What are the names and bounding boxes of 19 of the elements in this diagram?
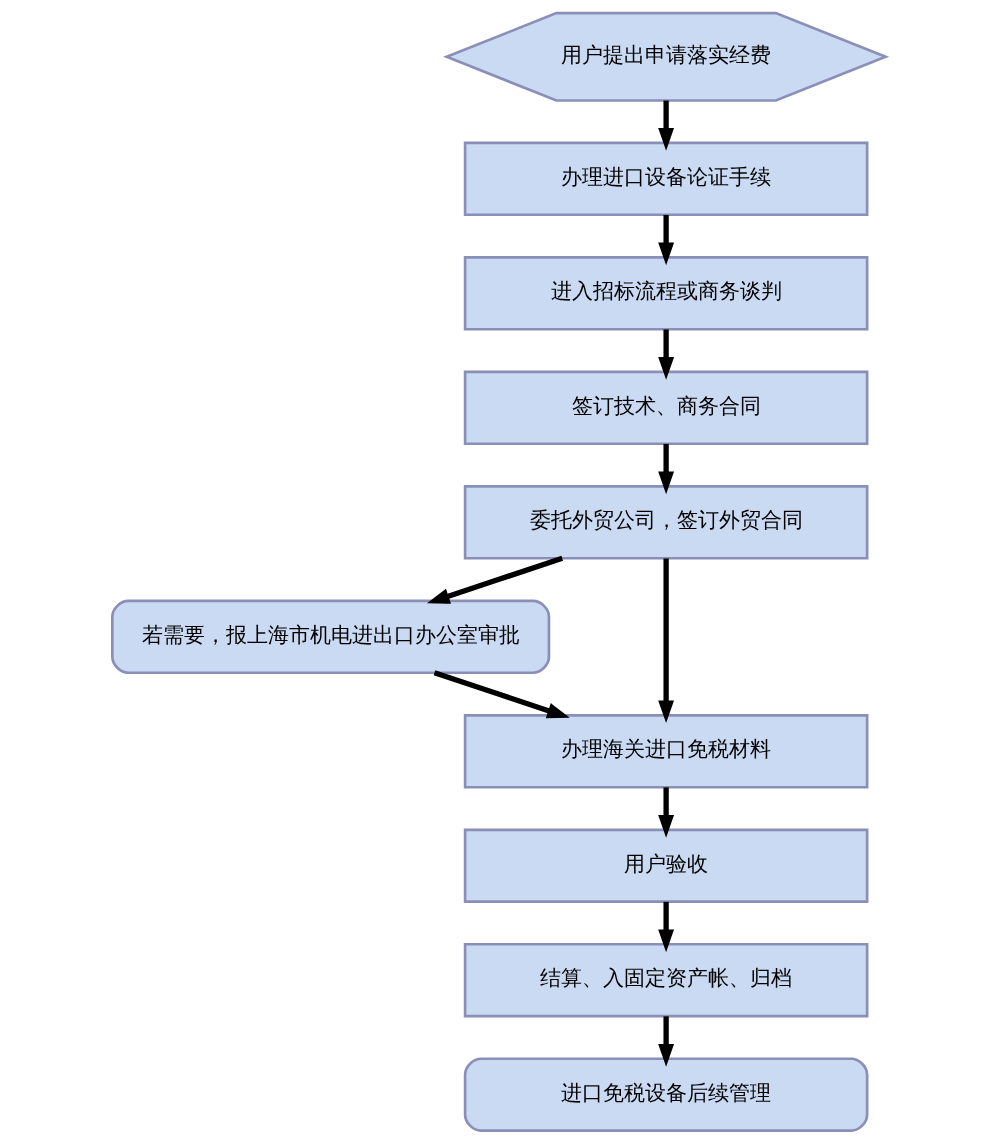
arrow (657, 329, 674, 380)
node-box: 委托外贸公司，签订外贸合同 (463, 485, 868, 560)
node-box: 签订技术、商务合同 (463, 370, 868, 446)
arrow (657, 558, 674, 724)
arrow (657, 214, 674, 266)
node-box: 用户验收 (463, 828, 868, 904)
arrow (657, 443, 674, 495)
node-box: 进口免税设备后续管理 (463, 1057, 868, 1132)
node-box: 结算、入固定资产帐、归档 (463, 942, 868, 1018)
arrow (433, 670, 570, 719)
node-box: 若需要，报上海市机电进出口办公室审批 (110, 599, 550, 675)
arrow (657, 1016, 674, 1067)
node-box: 办理海关进口免税材料 (463, 714, 868, 789)
node-box: 进入招标流程或商务谈判 (463, 256, 868, 331)
node-box: 办理进口设备论证手续 (463, 141, 868, 217)
arrow (657, 787, 674, 838)
arrow (426, 555, 563, 604)
arrow (657, 100, 674, 151)
arrow (657, 901, 674, 953)
